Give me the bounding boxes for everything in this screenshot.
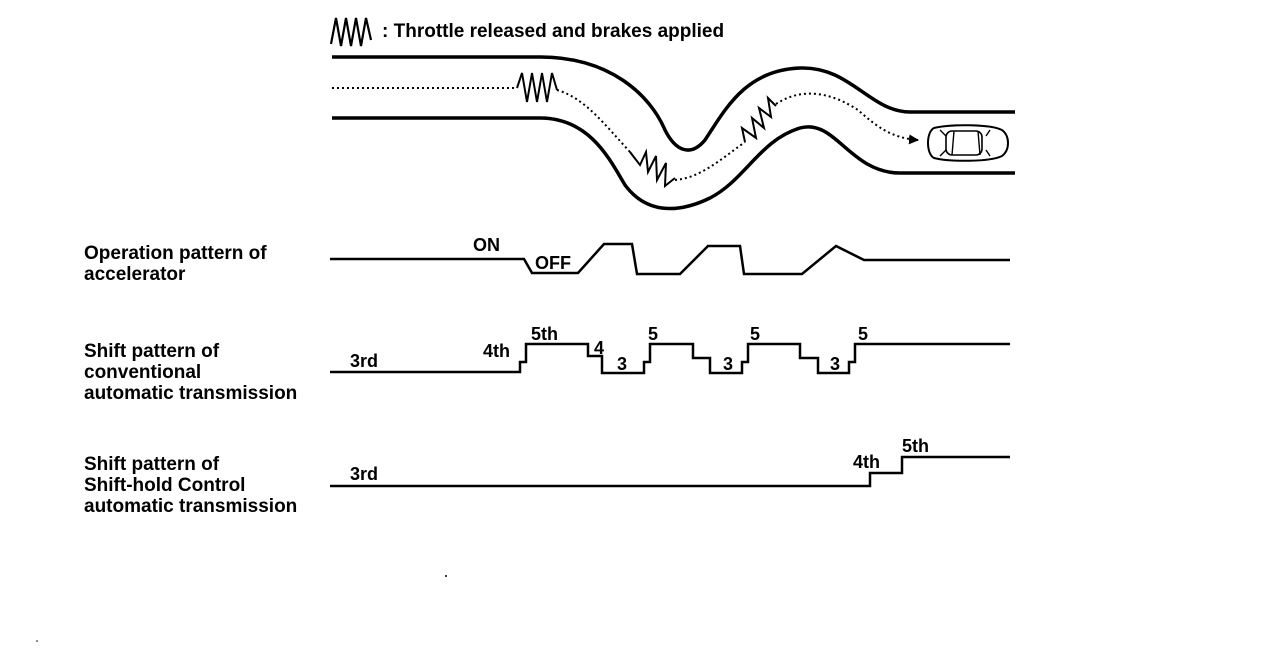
label-line: Operation pattern of	[84, 243, 267, 264]
gear-label: 3	[617, 354, 628, 374]
speck-1	[445, 575, 447, 577]
legend-text: : Throttle released and brakes applied	[382, 21, 725, 42]
brake-zigzag-3	[740, 95, 777, 143]
road-upper-edge	[332, 55, 1015, 152]
conventional-shift-line	[330, 342, 1010, 375]
road	[332, 55, 1015, 211]
gear-label: 5	[648, 324, 659, 344]
label-line: Shift pattern of	[84, 341, 220, 362]
car-icon	[927, 124, 1009, 162]
gear-label: 4th	[483, 341, 510, 361]
gear-label: 3rd	[350, 351, 379, 371]
accelerator-on-label: ON	[473, 235, 500, 255]
vehicle-path	[332, 72, 919, 189]
accelerator-off-label: OFF	[535, 253, 571, 273]
label-line: conventional	[84, 362, 202, 383]
gear-label: 5	[750, 324, 761, 344]
label-line: accelerator	[84, 264, 186, 285]
gear-label: 5th	[531, 324, 558, 344]
brake-zigzag-1	[516, 72, 558, 103]
label-line: automatic transmission	[84, 383, 298, 404]
speck-2	[36, 640, 38, 642]
brake-zigzag-2	[629, 148, 676, 189]
label-line: Shift-hold Control	[84, 475, 246, 496]
shift-hold-row-label: Shift pattern of Shift-hold Control auto…	[84, 454, 297, 517]
zigzag-icon	[329, 17, 373, 47]
accelerator-row-label: Operation pattern of accelerator	[84, 243, 267, 285]
gear-label: 4th	[853, 452, 880, 472]
gear-label: 3rd	[350, 464, 379, 484]
shift-hold-shift-line	[330, 455, 1010, 488]
gear-label: 5th	[902, 436, 929, 456]
gear-label: 4	[594, 338, 605, 358]
label-line: automatic transmission	[84, 496, 298, 517]
gear-label: 3	[723, 354, 734, 374]
gear-label: 5	[858, 324, 869, 344]
label-line: Shift pattern of	[84, 454, 220, 475]
conventional-row-label: Shift pattern of conventional automatic …	[84, 341, 297, 404]
accelerator-pattern-line	[330, 242, 1010, 276]
gear-label: 3	[830, 354, 841, 374]
road-lower-edge	[332, 116, 1015, 211]
